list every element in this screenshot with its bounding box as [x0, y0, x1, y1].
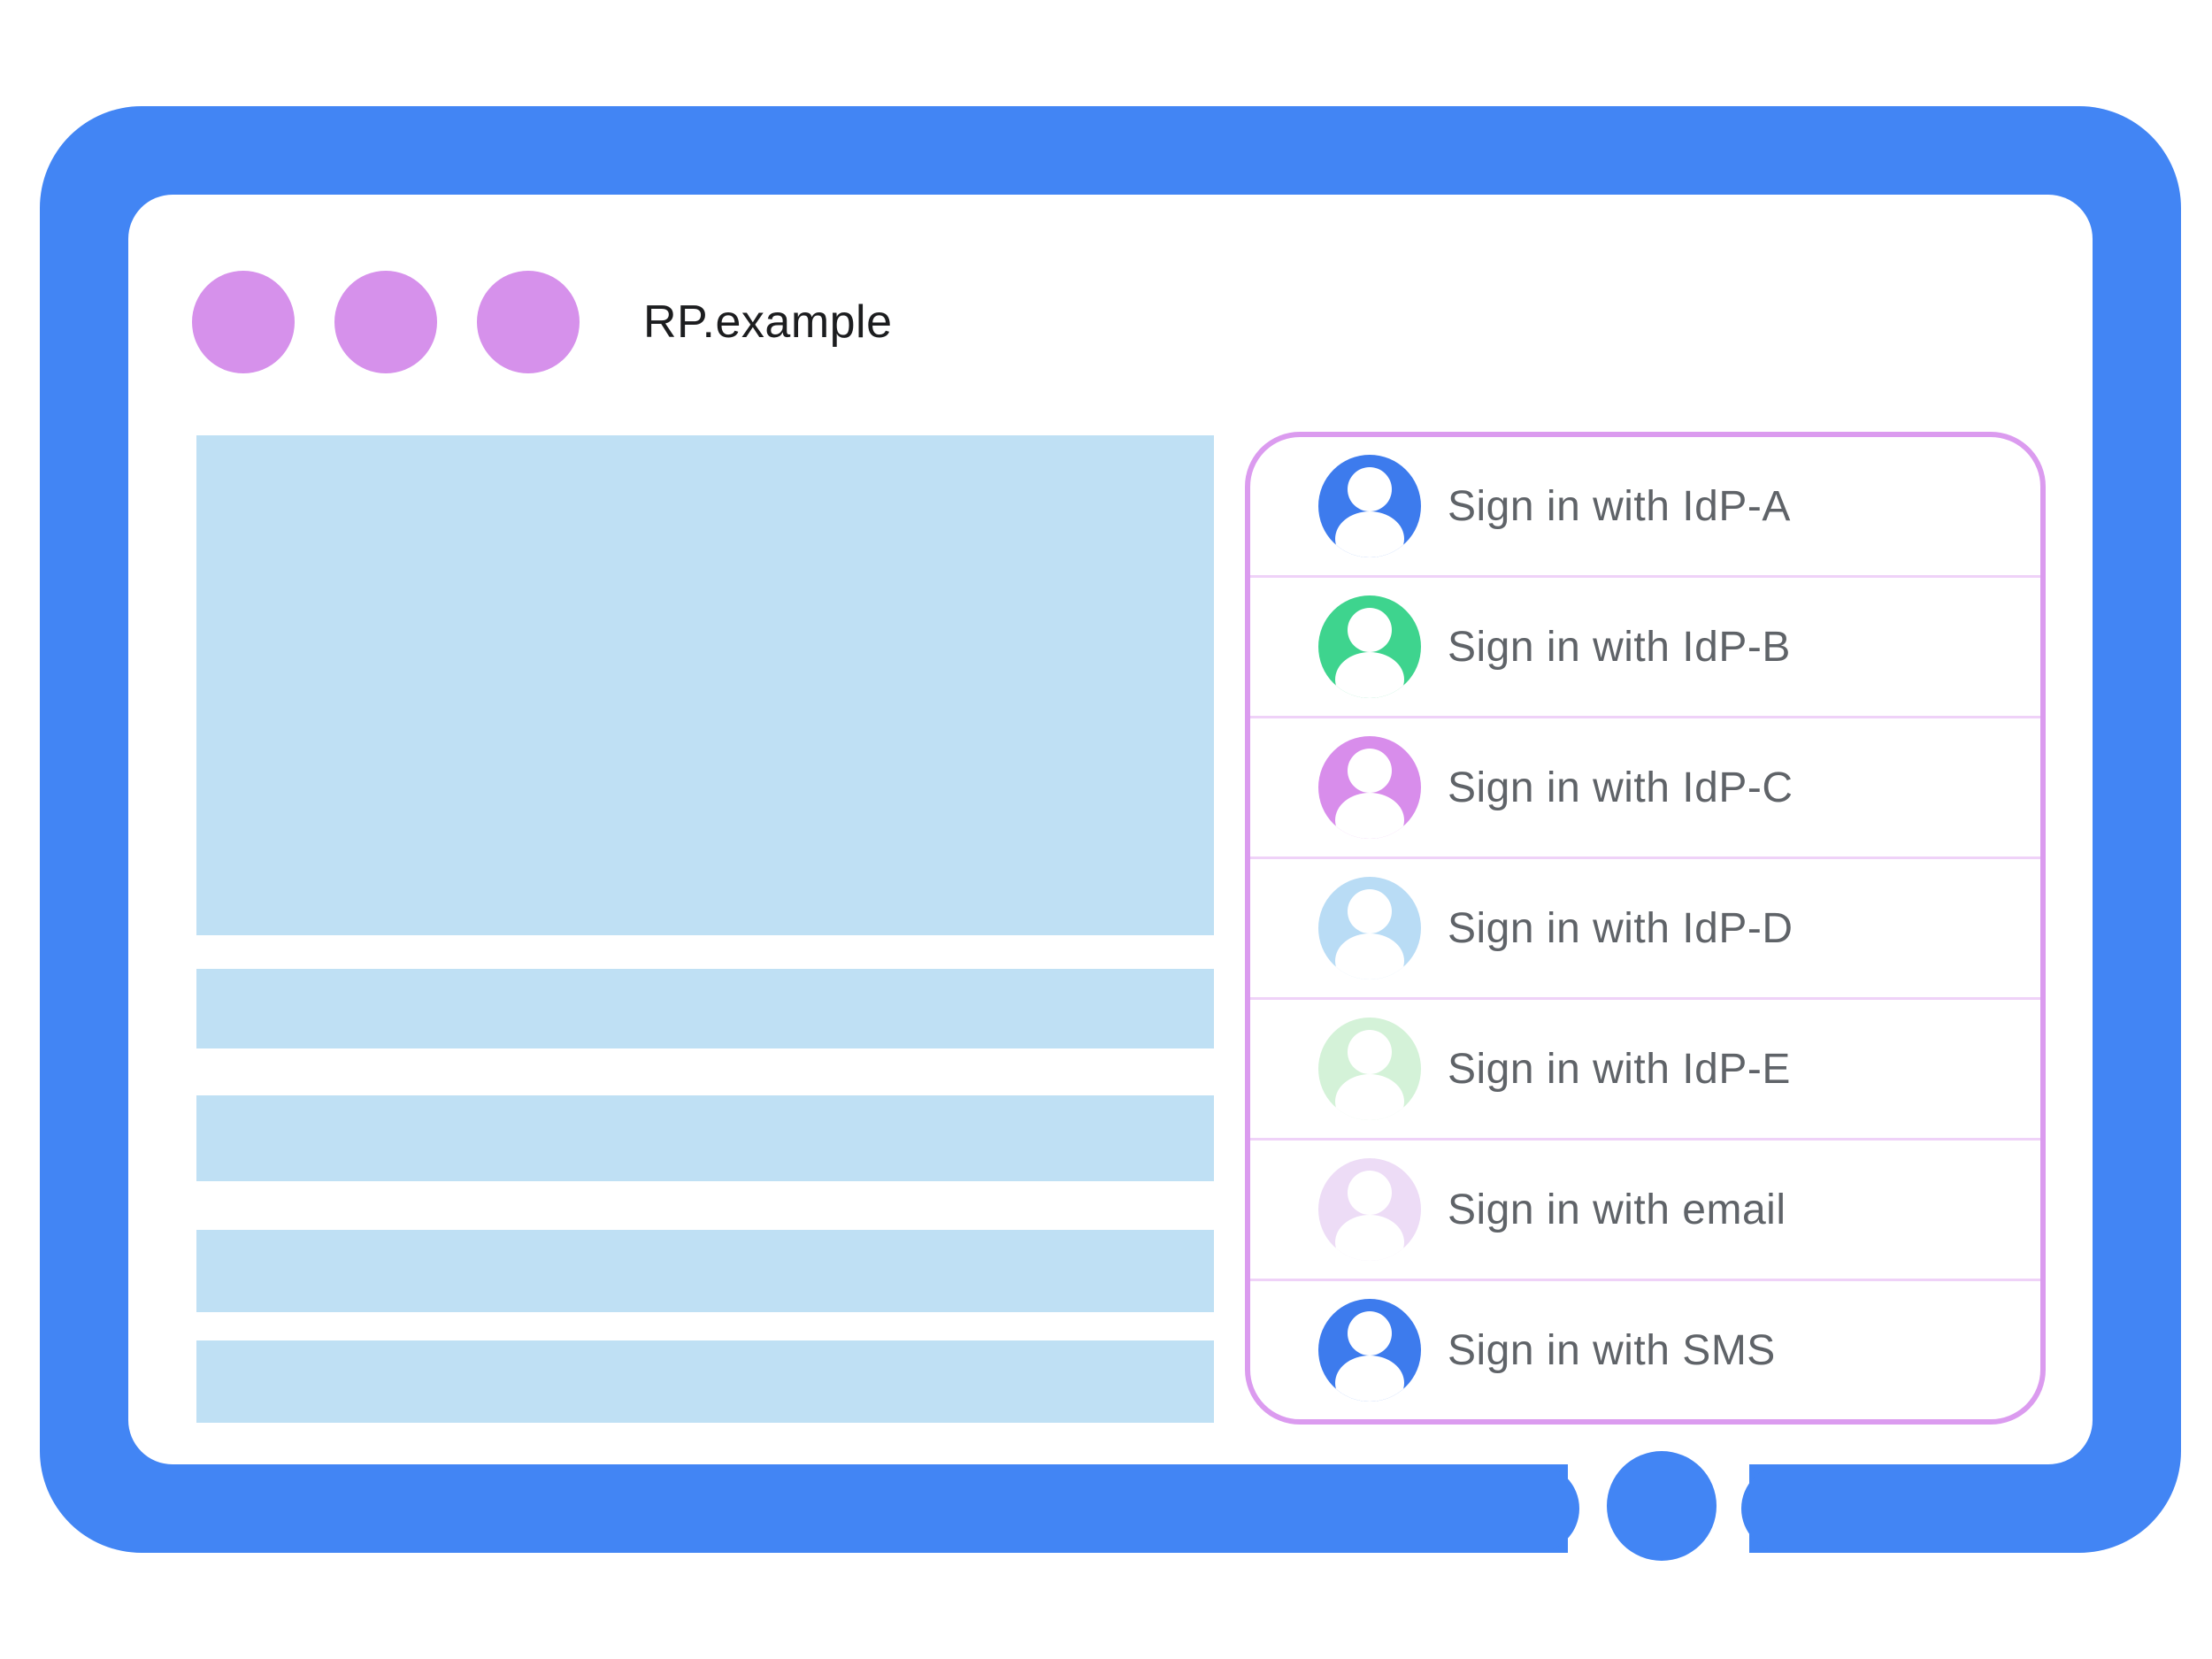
signin-option-label: Sign in with SMS: [1448, 1326, 1776, 1374]
person-icon: [1318, 736, 1421, 839]
person-icon: [1318, 877, 1421, 979]
signin-option-label: Sign in with email: [1448, 1186, 1786, 1233]
signin-option-idp-e[interactable]: Sign in with IdP-E: [1250, 997, 2040, 1138]
person-icon: [1318, 1158, 1421, 1261]
home-button-circle: [1607, 1451, 1717, 1561]
person-icon: [1318, 595, 1421, 698]
signin-option-label: Sign in with IdP-A: [1448, 482, 1791, 530]
page-title: RP.example: [643, 296, 893, 348]
bottom-bar-right-cap: [1741, 1464, 1852, 1553]
content-line-placeholder: [196, 1095, 1214, 1181]
person-icon: [1318, 1018, 1421, 1120]
signin-option-label: Sign in with IdP-C: [1448, 764, 1793, 811]
content-line-placeholder: [196, 1340, 1214, 1423]
signin-option-idp-b[interactable]: Sign in with IdP-B: [1250, 575, 2040, 716]
window-dot: [334, 271, 437, 373]
signin-option-sms[interactable]: Sign in with SMS: [1250, 1279, 2040, 1419]
signin-option-idp-a[interactable]: Sign in with IdP-A: [1250, 437, 2040, 575]
signin-chooser-panel: Sign in with IdP-A Sign in with IdP-B Si…: [1245, 432, 2046, 1425]
person-icon: [1318, 455, 1421, 557]
signin-option-idp-c[interactable]: Sign in with IdP-C: [1250, 716, 2040, 856]
window-dot: [192, 271, 295, 373]
window-dot: [477, 271, 580, 373]
bottom-bar-left-cap: [1469, 1464, 1579, 1553]
signin-option-label: Sign in with IdP-D: [1448, 904, 1793, 952]
signin-option-label: Sign in with IdP-E: [1448, 1045, 1791, 1093]
content-line-placeholder: [196, 1230, 1214, 1312]
person-icon: [1318, 1299, 1421, 1402]
signin-option-email[interactable]: Sign in with email: [1250, 1138, 2040, 1279]
content-line-placeholder: [196, 969, 1214, 1048]
signin-option-idp-d[interactable]: Sign in with IdP-D: [1250, 856, 2040, 997]
content-hero-placeholder: [196, 435, 1214, 935]
signin-option-label: Sign in with IdP-B: [1448, 623, 1791, 671]
